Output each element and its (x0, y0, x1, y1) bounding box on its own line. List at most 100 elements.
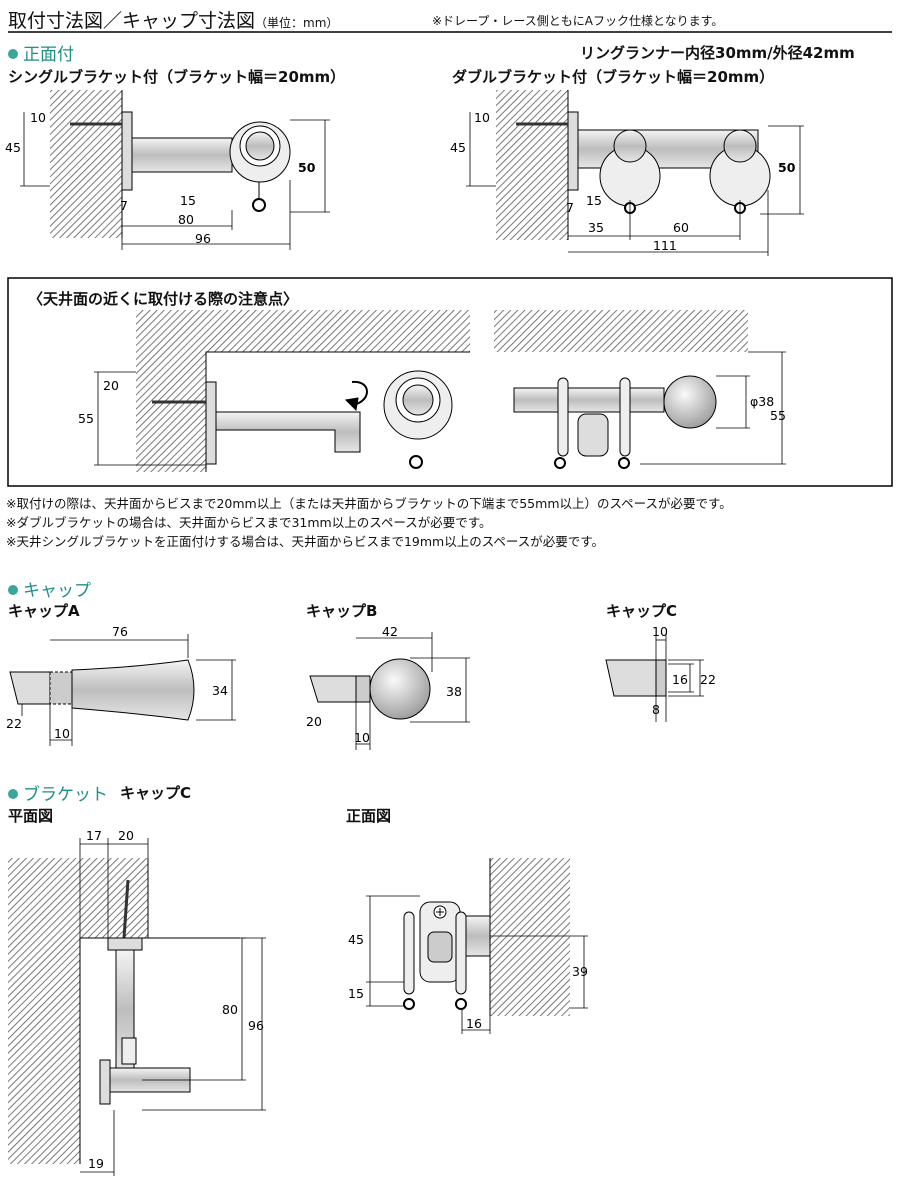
double-bracket-label: ダブルブラケット付（ブラケット幅＝20mm） (452, 68, 775, 86)
ring (383, 370, 453, 440)
ceiling-right-drawing: φ38 55 (494, 310, 786, 469)
dim-text: 22 (700, 672, 716, 687)
rod (513, 387, 665, 413)
bullet-icon (8, 789, 18, 799)
dim-text: 16 (466, 1016, 482, 1031)
dim-text: 7 (120, 198, 128, 213)
ceiling-caution-title: 〈天井面の近くに取付ける際の注意点〉 (28, 290, 299, 308)
section-front-heading: 正面付 (8, 40, 74, 65)
bracket-front-drawing: 45 15 39 16 (348, 858, 588, 1034)
hook (554, 457, 566, 469)
bracket-arm (115, 949, 135, 1071)
dim-text: 19 (88, 1156, 104, 1171)
dim-text: 10 (30, 110, 46, 125)
section-cap-heading: キャップ (8, 576, 91, 601)
ring-spec: リングランナー内径30mm/外径42mm (580, 44, 855, 62)
dim-text: 96 (195, 231, 211, 246)
cap-ball (663, 375, 717, 429)
dim-text: 111 (653, 238, 677, 253)
hook (403, 998, 415, 1010)
dim-text: 96 (248, 1018, 264, 1033)
dim-text: 10 (474, 110, 490, 125)
warning-2: ※ダブルブラケットの場合は、天井面からビスまで31mm以上のスペースが必要です。 (6, 515, 492, 530)
dim-text: 15 (348, 986, 364, 1001)
dim-text: 76 (112, 624, 128, 639)
dim-text: 39 (572, 964, 588, 979)
dim-text: 7 (566, 200, 574, 215)
hook (455, 998, 467, 1010)
ring (599, 145, 661, 207)
ring (229, 121, 291, 183)
page-title: 取付寸法図／キャップ寸法図（単位：mm） (8, 10, 339, 32)
bracket-plan-drawing: 17 20 80 96 19 (8, 828, 266, 1176)
unit-label: （単位：mm） (255, 16, 339, 30)
dim-text: 16 (672, 672, 688, 687)
wall-hatch (8, 858, 148, 938)
hook (409, 455, 423, 469)
wall-hatch (136, 352, 206, 472)
plan-view-label: 平面図 (8, 807, 54, 825)
screw-head-icon (433, 905, 447, 919)
ring (709, 145, 771, 207)
bracket-plate (121, 111, 133, 191)
dim-text: 15 (586, 193, 602, 208)
dim-text: 42 (382, 624, 398, 639)
warning-1: ※取付けの際は、天井面からビスまで20mm以上（または天井面からブラケットの下端… (6, 496, 732, 511)
hook-note: ※ドレープ・レース側ともにAフック仕様となります。 (432, 14, 724, 28)
bracket-cap-label: キャップC (120, 784, 192, 802)
dim-text: 35 (588, 220, 604, 235)
wall-hatch (8, 938, 80, 1164)
ring (455, 911, 467, 995)
ring (619, 377, 631, 457)
bracket-arm (131, 137, 233, 173)
ceiling-hatch (136, 310, 470, 352)
dim-text: 45 (348, 932, 364, 947)
single-bracket-drawing: 10 45 50 15 7 80 96 (5, 90, 330, 250)
dim-text: 55 (78, 411, 94, 426)
bracket-arm (577, 129, 759, 169)
dim-text: 8 (652, 702, 660, 717)
dim-text: 10 (54, 726, 70, 741)
dim-text: 38 (446, 684, 462, 699)
dim-text: 20 (103, 378, 119, 393)
hook (252, 198, 266, 212)
section-bracket-heading: ブラケット (8, 780, 108, 805)
front-view-label: 正面図 (346, 807, 392, 825)
dim-text: 80 (178, 212, 194, 227)
dim-text: 20 (306, 714, 322, 729)
cap-c-label: キャップC (606, 602, 678, 620)
dim-text: 17 (86, 828, 102, 843)
ring (557, 377, 569, 457)
dim-text: 50 (778, 160, 796, 175)
dim-text: 55 (770, 408, 786, 423)
dim-text: 50 (298, 160, 316, 175)
dim-text: 45 (5, 140, 21, 155)
wall-hatch (496, 90, 568, 240)
caution-box (7, 277, 893, 487)
dim-text: 15 (180, 193, 196, 208)
dim-text: 80 (222, 1002, 238, 1017)
cap-a-label: キャップA (8, 602, 80, 620)
cap-b-label: キャップB (306, 602, 378, 620)
dim-text: φ38 (750, 394, 774, 409)
dim-text: 20 (118, 828, 134, 843)
dim-text: 10 (652, 624, 668, 639)
wall-hatch (50, 90, 122, 238)
bracket-arm (215, 411, 361, 453)
ring (403, 911, 415, 995)
hook (618, 457, 630, 469)
single-bracket-label: シングルブラケット付（ブラケット幅＝20mm） (8, 68, 346, 86)
dim-text: 34 (212, 683, 228, 698)
cap-body (71, 659, 195, 721)
hook (734, 202, 746, 214)
cap-ball (369, 658, 431, 720)
ceiling-left-drawing: 20 55 (78, 310, 470, 472)
cap-a-drawing: 76 34 22 10 (6, 624, 236, 746)
arrow-icon (351, 380, 368, 406)
bullet-icon (8, 585, 18, 595)
hook (624, 202, 636, 214)
ceiling-hatch (494, 310, 748, 352)
warning-3: ※天井シングルブラケットを正面付けする場合は、天井面からビスまで19mm以上のス… (6, 534, 604, 549)
bullet-icon (8, 49, 18, 59)
